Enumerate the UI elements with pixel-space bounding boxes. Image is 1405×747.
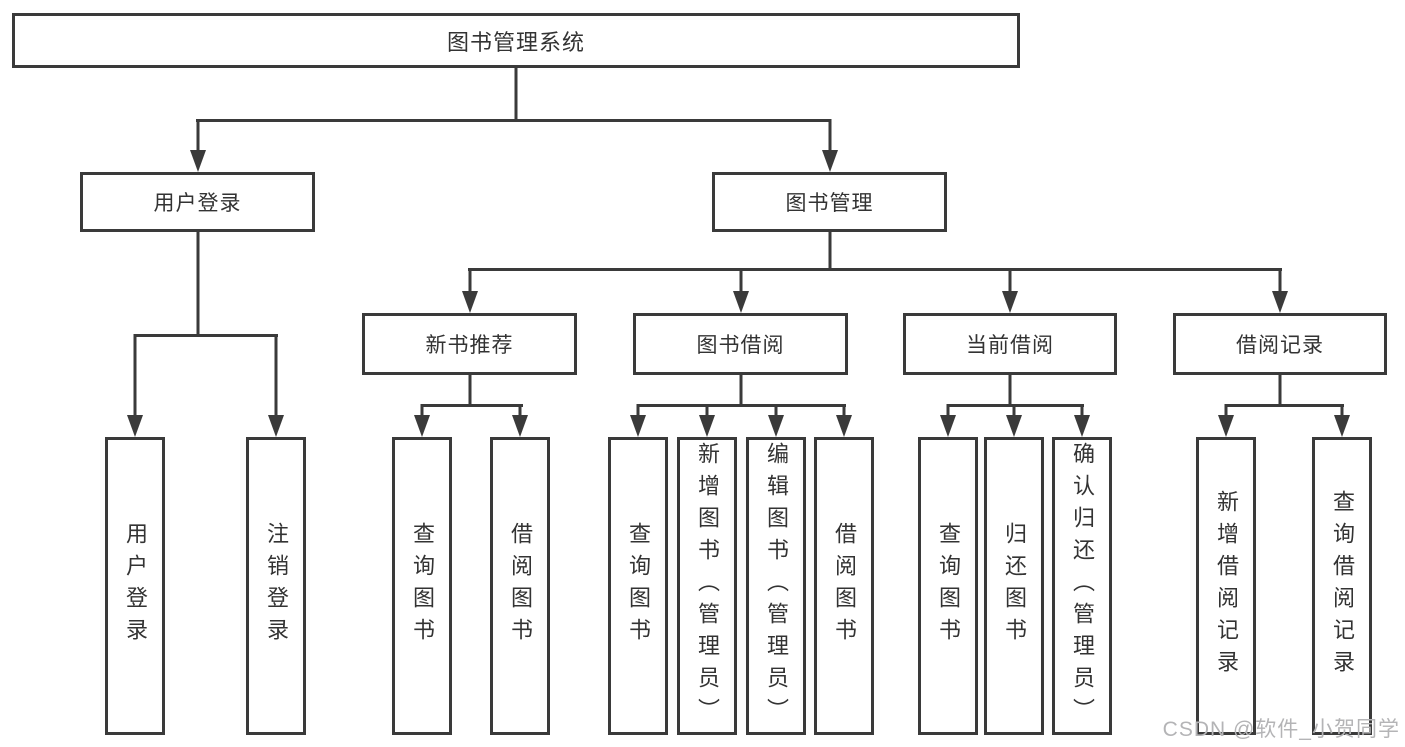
leaf-borrow-books-borrowing: 借阅图书	[814, 437, 874, 735]
connector-to-leaf	[946, 404, 950, 418]
node-library-system: 图书管理系统	[12, 13, 1020, 68]
connector-to-leaf	[705, 404, 709, 418]
connector-book-management-crossbar	[468, 268, 1282, 271]
leaf-logout: 注销登录	[246, 437, 306, 735]
arrowhead-book-borrowing	[732, 291, 749, 313]
leaf-return-books: 归还图书	[984, 437, 1044, 735]
connector-user-login-crossbar	[133, 334, 278, 337]
connector-borrowing-records-crossbar	[1224, 404, 1344, 407]
arrowhead-leaf	[836, 415, 852, 437]
connector-to-leaf	[420, 404, 424, 418]
arrowhead-user-login	[189, 150, 206, 172]
arrowhead-current-borrowing	[1002, 291, 1018, 313]
connector-user-login-stem	[196, 232, 199, 337]
arrowhead-new-book-recommend	[461, 291, 478, 313]
connector-to-leaf	[1012, 404, 1016, 418]
leaf-query-books-borrowing: 查询图书	[608, 437, 668, 735]
connector-to-new-book-recommend	[468, 268, 471, 294]
arrowhead-borrowing-records	[1272, 291, 1288, 313]
node-new-book-recommend: 新书推荐	[362, 313, 577, 375]
node-user-login: 用户登录	[80, 172, 315, 232]
arrowhead-leaf	[512, 415, 528, 437]
connector-to-leaf	[774, 404, 778, 418]
arrowhead-leaf	[414, 415, 430, 437]
leaf-add-book-admin: 新增图书（管理员）	[677, 437, 737, 735]
watermark-text: CSDN @软件_小贺同学	[1162, 718, 1400, 741]
arrowhead-book-management	[821, 150, 838, 172]
connector-to-user-login	[196, 119, 199, 153]
arrowhead-leaf	[1334, 415, 1350, 437]
arrowhead-leaf	[940, 415, 956, 437]
leaf-borrow-books-recommend: 借阅图书	[490, 437, 550, 735]
connector-to-leaf	[518, 404, 522, 418]
node-current-borrowing: 当前借阅	[903, 313, 1117, 375]
node-borrowing-records: 借阅记录	[1173, 313, 1387, 375]
connector-new-book-recommend-stem	[468, 375, 471, 407]
arrowhead-leaf	[1218, 415, 1234, 437]
connector-root-stem	[514, 68, 518, 122]
connector-to-leaf	[1224, 404, 1228, 418]
arrowhead-leaf	[768, 415, 784, 437]
arrowhead-leaf	[699, 415, 715, 437]
arrowhead-leaf	[1074, 415, 1090, 437]
connector-to-leaf	[1080, 404, 1084, 418]
connector-to-book-management	[828, 119, 831, 153]
leaf-edit-book-admin: 编辑图书（管理员）	[746, 437, 806, 735]
connector-to-leaf-user-login	[133, 334, 137, 418]
leaf-query-books-current: 查询图书	[918, 437, 978, 735]
connector-to-leaf	[636, 404, 640, 418]
arrowhead-leaf	[630, 415, 646, 437]
connector-to-current-borrowing	[1008, 268, 1012, 294]
connector-book-management-stem	[828, 232, 831, 271]
arrowhead-leaf-user-login	[127, 415, 143, 437]
leaf-user-login: 用户登录	[105, 437, 165, 735]
arrowhead-leaf	[1006, 415, 1022, 437]
connector-book-borrowing-stem	[739, 375, 742, 407]
connector-to-borrowing-records	[1278, 268, 1282, 294]
connector-to-book-borrowing	[739, 268, 742, 294]
connector-to-leaf	[842, 404, 846, 418]
node-book-management: 图书管理	[712, 172, 947, 232]
leaf-add-borrow-record: 新增借阅记录	[1196, 437, 1256, 735]
arrowhead-leaf-logout	[268, 415, 284, 437]
node-book-borrowing: 图书借阅	[633, 313, 848, 375]
connector-to-leaf	[1340, 404, 1344, 418]
connector-book-borrowing-crossbar	[636, 404, 846, 407]
leaf-query-books-recommend: 查询图书	[392, 437, 452, 735]
connector-current-borrowing-stem	[1008, 375, 1012, 407]
leaf-query-borrow-record: 查询借阅记录	[1312, 437, 1372, 735]
connector-to-leaf-logout	[274, 334, 278, 418]
leaf-confirm-return-admin: 确认归还（管理员）	[1052, 437, 1112, 735]
connector-new-book-recommend-crossbar	[420, 404, 523, 407]
connector-borrowing-records-stem	[1278, 375, 1282, 407]
connector-root-crossbar	[196, 119, 831, 122]
